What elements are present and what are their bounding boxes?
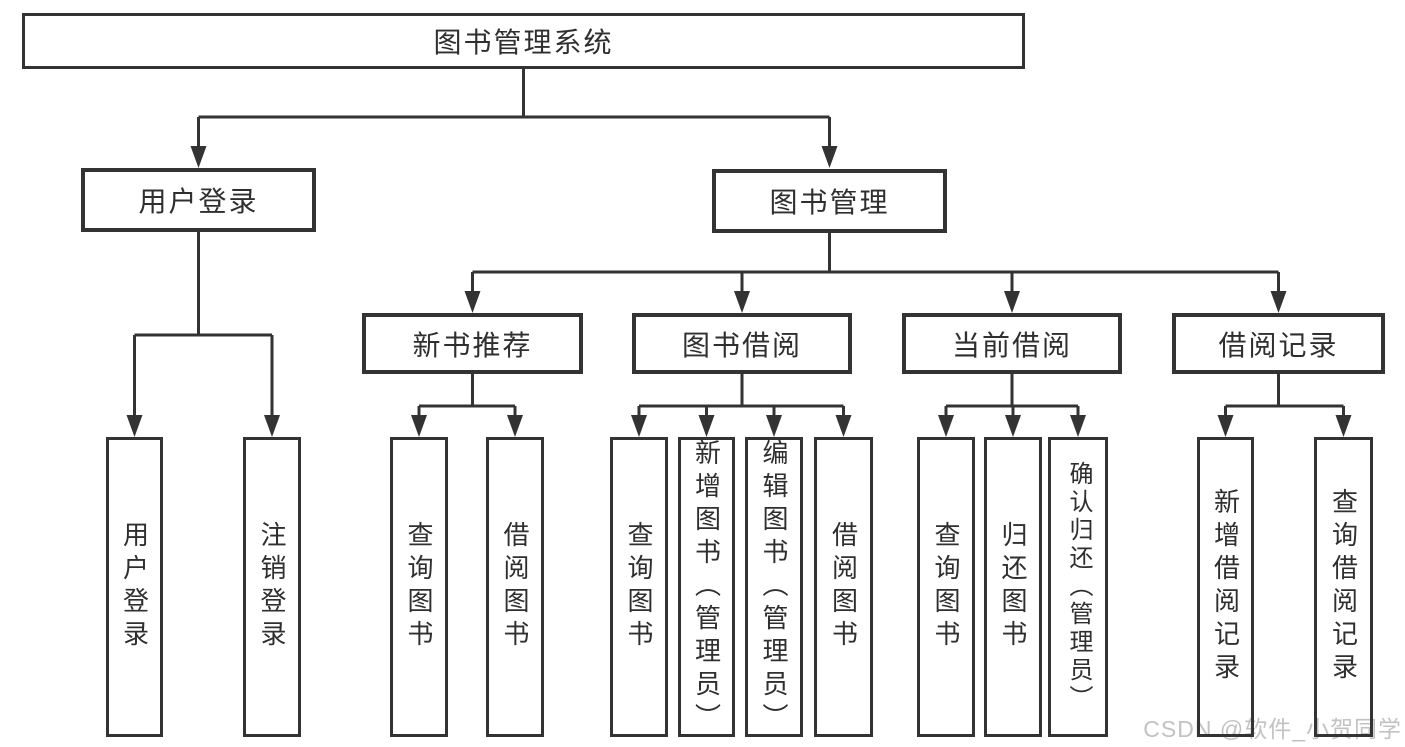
leaf-user-login: 用户登录 <box>106 437 163 737</box>
node-label: 借阅记录 <box>1218 329 1339 361</box>
node-current-borrow: 当前借阅 <box>902 313 1122 374</box>
node-user-login: 用户登录 <box>81 168 316 232</box>
arrowhead-icon <box>1270 291 1287 313</box>
connector-userlogin-to-leaves <box>133 232 274 416</box>
arrowhead-icon <box>1004 291 1020 313</box>
leaf-query-borrow-record: 查询借阅记录 <box>1314 437 1373 737</box>
leaf-return-books: 归还图书 <box>984 437 1042 737</box>
node-root-book-management-system: 图书管理系统 <box>22 13 1025 69</box>
leaf-query-books-1: 查询图书 <box>390 437 448 737</box>
leaf-borrow-books-1: 借阅图书 <box>486 437 544 737</box>
arrowhead-icon <box>507 415 523 437</box>
arrowhead-icon <box>766 415 782 437</box>
connector-current-to-leaves <box>944 374 1080 416</box>
connector-root-to-level1 <box>197 69 831 147</box>
leaf-query-books-3: 查询图书 <box>917 437 975 737</box>
node-label: 查询图书 <box>931 521 961 653</box>
leaf-query-books-2: 查询图书 <box>610 437 668 737</box>
arrowhead-icon <box>1335 415 1352 437</box>
arrowhead-icon <box>126 415 143 437</box>
node-label: 查询图书 <box>404 521 434 653</box>
arrowhead-icon <box>264 415 280 437</box>
arrowhead-icon <box>631 415 647 437</box>
arrowhead-icon <box>734 291 750 313</box>
leaf-add-books-admin: 新增图书（管理员） <box>678 437 735 737</box>
node-label: 新增借阅记录 <box>1210 488 1241 686</box>
arrowhead-icon <box>1070 415 1086 437</box>
leaf-add-borrow-record: 新增借阅记录 <box>1197 437 1254 737</box>
arrowhead-icon <box>821 146 838 168</box>
node-new-book-recommend: 新书推荐 <box>362 313 583 374</box>
node-label: 图书管理 <box>769 187 890 218</box>
arrowhead-icon <box>835 415 852 437</box>
arrowhead-icon <box>698 415 715 437</box>
arrowhead-icon <box>938 415 954 437</box>
node-label: 用户登录 <box>138 186 259 217</box>
leaf-confirm-return-admin: 确认归还（管理员） <box>1048 437 1108 737</box>
node-label: 归还图书 <box>998 521 1028 653</box>
watermark: CSDN @软件_小贺同学 <box>1143 716 1402 742</box>
leaf-edit-books-admin: 编辑图书（管理员） <box>745 437 803 737</box>
leaf-borrow-books-2: 借阅图书 <box>814 437 873 737</box>
arrowhead-icon <box>411 415 427 437</box>
arrowhead-icon <box>464 291 481 313</box>
node-label: 新增图书（管理员） <box>691 438 722 736</box>
arrowhead-icon <box>190 146 207 168</box>
node-label: 图书管理系统 <box>433 27 614 58</box>
node-label: 注销登录 <box>257 521 287 653</box>
node-book-borrow: 图书借阅 <box>632 313 852 374</box>
arrowhead-icon <box>1217 415 1234 437</box>
node-label: 编辑图书（管理员） <box>759 438 789 736</box>
node-label: 查询借阅记录 <box>1328 488 1359 686</box>
node-label: 图书借阅 <box>681 329 802 361</box>
connector-records-to-leaves <box>1224 374 1345 416</box>
node-book-management: 图书管理 <box>712 169 947 233</box>
node-label: 查询图书 <box>624 521 654 653</box>
node-label: 新书推荐 <box>412 329 533 361</box>
arrowhead-icon <box>1005 415 1021 437</box>
connector-newbooks-to-leaves <box>417 374 517 416</box>
node-borrow-records: 借阅记录 <box>1172 313 1385 374</box>
connector-borrow-to-leaves <box>637 374 845 416</box>
node-label: 当前借阅 <box>951 329 1072 361</box>
leaf-logout: 注销登录 <box>243 437 301 737</box>
node-label: 借阅图书 <box>500 521 530 653</box>
node-label: 确认归还（管理员） <box>1065 461 1092 713</box>
connector-bookmgmt-to-level3 <box>471 233 1280 292</box>
node-label: 借阅图书 <box>828 521 859 653</box>
node-label: 用户登录 <box>119 521 150 653</box>
